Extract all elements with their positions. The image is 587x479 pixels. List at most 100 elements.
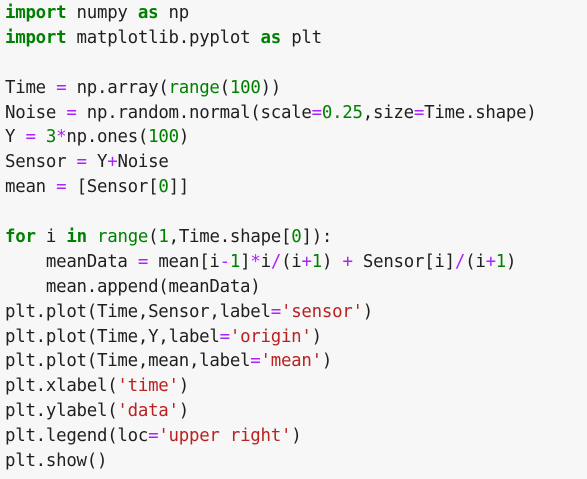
code-line: plt.plot(Time,mean,label='mean') [5, 349, 587, 374]
code-line: plt.plot(Time,Y,label='origin') [5, 325, 587, 350]
code-token: np.array( [66, 77, 169, 98]
code-token: 'data' [117, 401, 179, 422]
code-token: 0.25 [321, 102, 363, 123]
code-token: np.ones( [66, 127, 149, 148]
code-token: 1 [229, 251, 241, 272]
code-token: 3 [45, 127, 57, 148]
code-token: 0 [291, 227, 302, 248]
code-token: Y [86, 152, 108, 173]
code-line: Noise = np.random.normal(scale=0.25,size… [5, 101, 587, 126]
code-token: ) [321, 351, 333, 372]
code-token: in [66, 227, 87, 248]
code-token: import [5, 3, 67, 23]
code-token: ) [291, 426, 302, 447]
code-token: ]] [168, 177, 190, 198]
code-token: plt.ylabel( [5, 401, 118, 422]
code-token: ) [311, 326, 322, 347]
code-line: import numpy as np [5, 1, 587, 26]
code-token: ) [321, 251, 343, 272]
code-token: ,Time.shape[ [168, 227, 292, 248]
code-token: plt.xlabel( [5, 376, 118, 397]
code-token: plt.plot(Time,Sensor,label [5, 301, 271, 322]
code-token: / [454, 251, 466, 272]
code-token: 'sensor' [280, 301, 363, 322]
code-line: for i in range(1,Time.shape[0]): [5, 225, 587, 250]
code-token: (i [465, 251, 486, 272]
code-token: Sensor [5, 152, 77, 173]
code-line: plt.show() [5, 449, 587, 474]
code-line [5, 51, 587, 76]
code-token: 'origin' [229, 326, 312, 347]
code-token: as [137, 3, 159, 23]
code-token: + [301, 251, 312, 272]
code-token: ) [178, 401, 189, 422]
code-line: Y = 3*np.ones(100) [5, 125, 587, 150]
code-token: * [56, 127, 67, 148]
code-line: import matplotlib.pyplot as plt [5, 26, 587, 51]
code-token: 'upper right' [158, 426, 292, 447]
code-token: plt.plot(Time,Y,label [5, 326, 220, 347]
code-token: = [311, 102, 322, 123]
code-line: plt.ylabel('data') [5, 399, 587, 424]
code-line [5, 200, 587, 225]
code-token: ) [178, 127, 190, 148]
code-token: plt.legend(loc [5, 426, 149, 447]
code-token: 100 [148, 127, 179, 148]
code-line: Time = np.array(range(100)) [5, 76, 587, 101]
code-token: = [413, 102, 425, 123]
code-token: 'time' [117, 376, 179, 397]
code-token: 100 [229, 77, 261, 98]
code-token: = [270, 301, 281, 322]
code-token: np [158, 3, 190, 23]
code-token: np.random.normal(scale [76, 102, 312, 123]
code-token: i [260, 251, 271, 272]
code-token: meanData [5, 251, 138, 272]
code-line: Sensor = Y+Noise [5, 150, 587, 175]
code-token: (i [281, 251, 302, 272]
code-token: = [25, 127, 36, 148]
code-token: = [66, 102, 77, 123]
code-token: ( [148, 227, 159, 248]
code-token: = [219, 326, 230, 347]
code-token: plt [280, 27, 322, 48]
code-token: 0 [158, 177, 169, 198]
code-token: + [107, 152, 118, 173]
code-token: ) [362, 301, 373, 322]
code-token: ( [219, 77, 230, 98]
code-token: for [5, 227, 36, 248]
code-token: Time [5, 77, 57, 98]
code-token: import [5, 27, 67, 48]
code-token: plt.plot(Time,mean,label [5, 351, 251, 372]
code-token: mean.append(meanData) [5, 276, 261, 297]
code-token: 1 [311, 251, 322, 272]
code-token: * [250, 251, 261, 272]
code-token: matplotlib.pyplot [66, 27, 261, 48]
code-token: 1 [158, 227, 169, 248]
code-token: + [342, 251, 353, 272]
code-token: ,size [362, 102, 414, 123]
code-token: ]): [301, 227, 333, 248]
code-token: i [35, 227, 67, 248]
code-token: [Sensor[ [66, 177, 159, 198]
code-token: Noise [5, 102, 67, 123]
code-token: = [137, 251, 149, 272]
code-token: ) [178, 376, 189, 397]
code-token: 1 [495, 251, 507, 272]
code-line: mean.append(meanData) [5, 275, 587, 300]
code-token: = [148, 426, 159, 447]
code-token: / [270, 251, 282, 272]
code-token: = [250, 351, 261, 372]
code-token: - [219, 251, 230, 272]
code-token: Sensor[i] [352, 251, 455, 272]
code-token: range [97, 227, 149, 248]
code-token: plt.show() [5, 451, 108, 472]
code-token: mean[i [148, 251, 220, 272]
code-token: Noise [117, 152, 169, 173]
code-line: plt.plot(Time,Sensor,label='sensor') [5, 300, 587, 325]
code-token: = [76, 152, 87, 173]
code-token [87, 227, 97, 247]
code-token: 'mean' [260, 351, 323, 372]
code-line: meanData = mean[i-1]*i/(i+1) + Sensor[i]… [5, 250, 587, 275]
code-line: plt.xlabel('time') [5, 374, 587, 399]
